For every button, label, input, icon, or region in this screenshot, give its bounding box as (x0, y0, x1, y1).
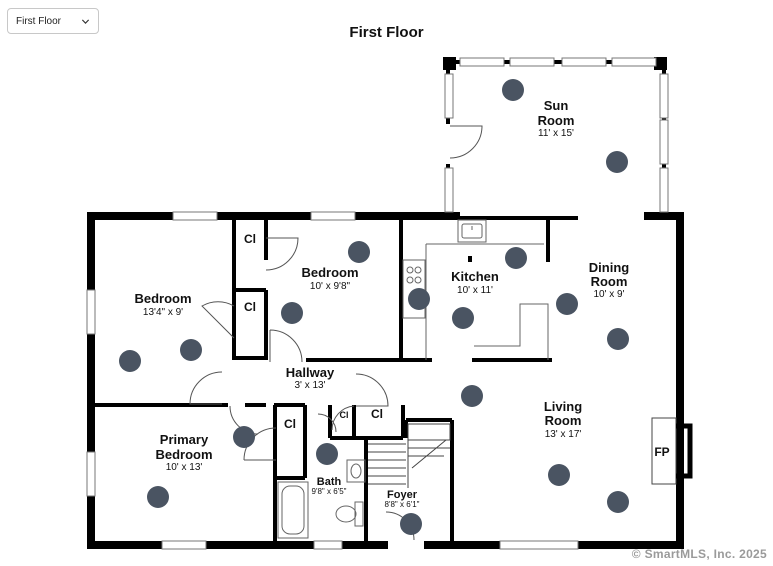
hallway-name: Hallway (286, 365, 335, 380)
closet-label: Cl (284, 417, 296, 431)
bedroom-2-name: Bedroom (301, 265, 358, 280)
photo-marker[interactable] (452, 307, 474, 329)
dining-name-2: Room (591, 274, 628, 289)
room-label-bath: Bath 9'8" x 6'5" (312, 476, 347, 496)
primary-name-1: Primary (160, 432, 209, 447)
stairs (368, 423, 451, 488)
living-name-1: Living (544, 399, 582, 414)
bath-fixtures (277, 459, 366, 539)
photo-marker[interactable] (147, 486, 169, 508)
photo-marker[interactable] (233, 426, 255, 448)
bedroom-1-dims: 13'4" x 9' (143, 307, 183, 318)
room-label-living-room: Living Room 13' x 17' (544, 399, 582, 440)
floor-selector-label: First Floor (16, 15, 61, 27)
photo-marker[interactable] (180, 339, 202, 361)
primary-dims: 10' x 13' (166, 462, 203, 473)
sun-room-name-1: Sun (544, 98, 569, 113)
photo-marker[interactable] (348, 241, 370, 263)
foyer-dims: 8'8" x 6'1" (385, 500, 420, 509)
sunroom-door (449, 125, 483, 159)
closet-label: Cl (340, 410, 349, 420)
photo-marker[interactable] (316, 443, 338, 465)
room-label-hallway: Hallway 3' x 13' (286, 365, 335, 391)
primary-name-2: Bedroom (155, 447, 212, 462)
room-label-bedroom-2: Bedroom 10' x 9'8" (301, 265, 358, 292)
photo-marker[interactable] (556, 293, 578, 315)
room-label-bedroom-1: Bedroom 13'4" x 9' (134, 291, 191, 318)
sun-room-dims: 11' x 15' (538, 128, 574, 139)
photo-marker[interactable] (606, 151, 628, 173)
photo-marker[interactable] (400, 513, 422, 535)
bedroom-2-dims: 10' x 9'8" (310, 281, 351, 292)
photo-marker[interactable] (119, 350, 141, 372)
copyright-notice: © SmartMLS, Inc. 2025 (631, 547, 767, 561)
foyer-name: Foyer (387, 489, 418, 501)
fireplace-label: FP (654, 445, 669, 459)
dining-name-1: Dining (589, 260, 629, 275)
room-label-primary-bedroom: Primary Bedroom 10' x 13' (155, 432, 212, 473)
closet-label: Cl (371, 407, 383, 421)
room-label-sun-room: Sun Room 11' x 15' (538, 98, 575, 139)
living-dims: 13' x 17' (545, 429, 582, 440)
kitchen-dims: 10' x 11' (457, 285, 493, 296)
photo-marker[interactable] (607, 491, 629, 513)
bath-name: Bath (317, 476, 342, 488)
dining-dims: 10' x 9' (593, 289, 624, 300)
photo-marker[interactable] (607, 328, 629, 350)
bedroom-1-name: Bedroom (134, 291, 191, 306)
photo-marker[interactable] (461, 385, 483, 407)
kitchen-name: Kitchen (451, 269, 499, 284)
hallway-dims: 3' x 13' (294, 380, 325, 391)
photo-marker[interactable] (502, 79, 524, 101)
photo-marker[interactable] (548, 464, 570, 486)
closet-label: Cl (244, 300, 256, 314)
fireplace (651, 417, 693, 485)
sun-room-name-2: Room (538, 113, 575, 128)
photo-marker[interactable] (505, 247, 527, 269)
page-title: First Floor (349, 24, 424, 41)
room-label-dining-room: Dining Room 10' x 9' (589, 260, 629, 300)
bath-dims: 9'8" x 6'5" (312, 487, 347, 496)
closet-label: Cl (244, 232, 256, 246)
living-name-2: Room (545, 413, 582, 428)
photo-marker[interactable] (408, 288, 430, 310)
floor-selector[interactable]: First Floor (7, 8, 99, 34)
interior-walls (95, 216, 578, 545)
room-label-kitchen: Kitchen 10' x 11' (451, 269, 499, 296)
photo-marker[interactable] (281, 302, 303, 324)
room-label-foyer: Foyer 8'8" x 6'1" (385, 489, 420, 509)
chevron-down-icon (81, 18, 90, 24)
windows (86, 57, 669, 550)
